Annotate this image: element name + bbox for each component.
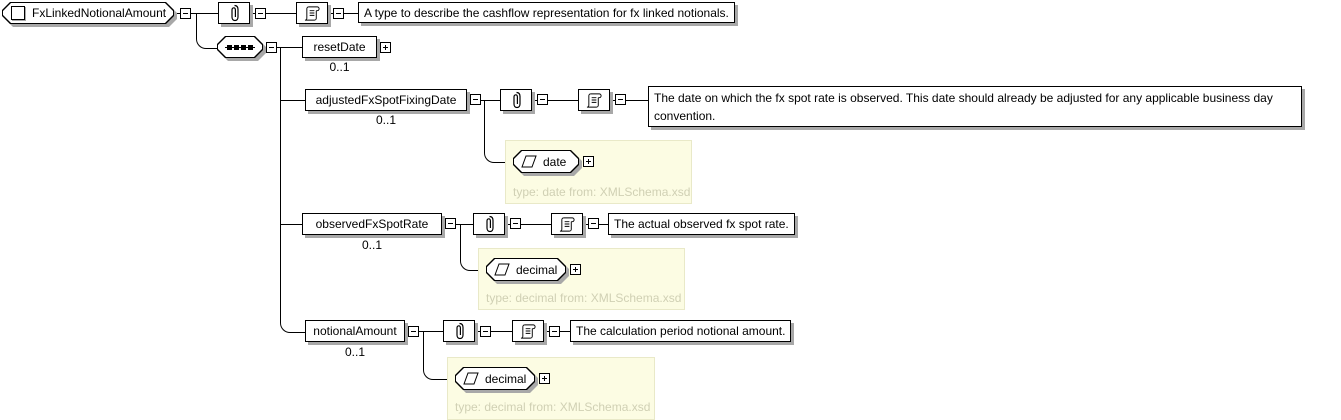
simpletype-decimal[interactable]: decimal: [486, 258, 566, 281]
collapse-toggle[interactable]: [588, 218, 599, 229]
complextype-root[interactable]: FxLinkedNotionalAmount: [2, 2, 174, 24]
connector-elbow: [484, 100, 514, 163]
collapse-toggle[interactable]: [255, 8, 266, 19]
collapse-toggle[interactable]: [445, 218, 456, 229]
cardinality-label: 0..1: [329, 60, 350, 74]
connector-line: [305, 331, 570, 332]
doc-label: The calculation period notional amount.: [576, 324, 786, 338]
paperclip-icon: [228, 4, 241, 22]
doc-label: The actual observed fx spot rate.: [614, 217, 789, 231]
simpletype-decimal[interactable]: decimal: [455, 367, 535, 390]
root-type-label: FxLinkedNotionalAmount: [32, 6, 167, 20]
doc-label: The date on which the fx spot rate is ob…: [654, 90, 1273, 123]
paperclip-icon: [483, 215, 496, 233]
cardinality-label: 0..1: [361, 238, 382, 252]
collapse-toggle[interactable]: [615, 94, 626, 105]
element-label: observedFxSpotRate: [315, 217, 429, 231]
collapse-toggle[interactable]: [537, 94, 548, 105]
sequence-indicator[interactable]: [217, 36, 263, 58]
expand-toggle[interactable]: [539, 373, 550, 384]
type-annotation: type: decimal from: XMLSchema.xsd: [486, 291, 682, 305]
scroll-icon: [304, 5, 321, 22]
element-adjustedFxSpotFixingDate[interactable]: adjustedFxSpotFixingDate: [305, 89, 467, 111]
parallelogram-icon: [494, 263, 510, 276]
parallelogram-icon: [521, 155, 537, 168]
annotation-box[interactable]: [500, 89, 532, 111]
documentation-text: The calculation period notional amount.: [570, 320, 792, 342]
collapse-toggle[interactable]: [470, 94, 481, 105]
annotation-box[interactable]: [473, 213, 505, 235]
element-notionalAmount[interactable]: notionalAmount: [305, 320, 405, 342]
connector-line: [280, 224, 608, 225]
parallelogram-icon: [463, 372, 479, 385]
collapse-toggle[interactable]: [549, 326, 560, 337]
scroll-icon: [520, 323, 537, 340]
expand-toggle[interactable]: [570, 264, 581, 275]
connector-trunk: [280, 47, 306, 333]
type-label: date: [543, 154, 567, 169]
doc-label: A type to describe the cashflow represen…: [364, 5, 729, 20]
type-label: decimal: [516, 262, 558, 277]
documentation-text: A type to describe the cashflow represen…: [358, 2, 735, 23]
documentation-text: The date on which the fx spot rate is ob…: [648, 86, 1302, 127]
annotation-box[interactable]: [218, 2, 250, 24]
annotation-box[interactable]: [443, 320, 475, 342]
element-label: resetDate: [313, 40, 366, 54]
collapse-toggle[interactable]: [180, 8, 191, 19]
element-label: notionalAmount: [313, 324, 397, 338]
collapse-toggle[interactable]: [266, 42, 277, 53]
collapse-toggle[interactable]: [408, 326, 419, 337]
expand-toggle[interactable]: [380, 42, 391, 53]
collapse-toggle[interactable]: [510, 218, 521, 229]
connector-elbow: [460, 224, 487, 271]
connector-line: [174, 13, 358, 14]
scroll-icon: [559, 216, 576, 233]
documentation-box[interactable]: [296, 2, 328, 24]
sequence-icon: [225, 43, 255, 52]
documentation-box[interactable]: [512, 320, 544, 342]
paperclip-icon: [453, 322, 466, 340]
complextype-icon: [11, 6, 25, 20]
documentation-box[interactable]: [551, 213, 583, 235]
expand-toggle[interactable]: [583, 156, 594, 167]
connector-elbow: [423, 331, 456, 380]
cardinality-label: 0..1: [344, 345, 365, 359]
collapse-toggle[interactable]: [333, 8, 344, 19]
collapse-toggle[interactable]: [480, 326, 491, 337]
type-annotation: type: date from: XMLSchema.xsd: [513, 185, 691, 199]
type-label: decimal: [485, 371, 527, 386]
element-observedFxSpotRate[interactable]: observedFxSpotRate: [302, 213, 442, 235]
documentation-text: The actual observed fx spot rate.: [608, 213, 795, 235]
type-annotation: type: decimal from: XMLSchema.xsd: [455, 400, 651, 414]
connector-elbow: [196, 13, 219, 49]
documentation-box[interactable]: [578, 89, 610, 111]
element-label: adjustedFxSpotFixingDate: [315, 93, 457, 107]
cardinality-label: 0..1: [375, 113, 396, 127]
paperclip-icon: [510, 91, 523, 109]
element-resetDate[interactable]: resetDate: [302, 36, 377, 58]
octagon-fill: [3, 3, 173, 23]
scroll-icon: [586, 92, 603, 109]
simpletype-date[interactable]: date: [513, 150, 579, 173]
